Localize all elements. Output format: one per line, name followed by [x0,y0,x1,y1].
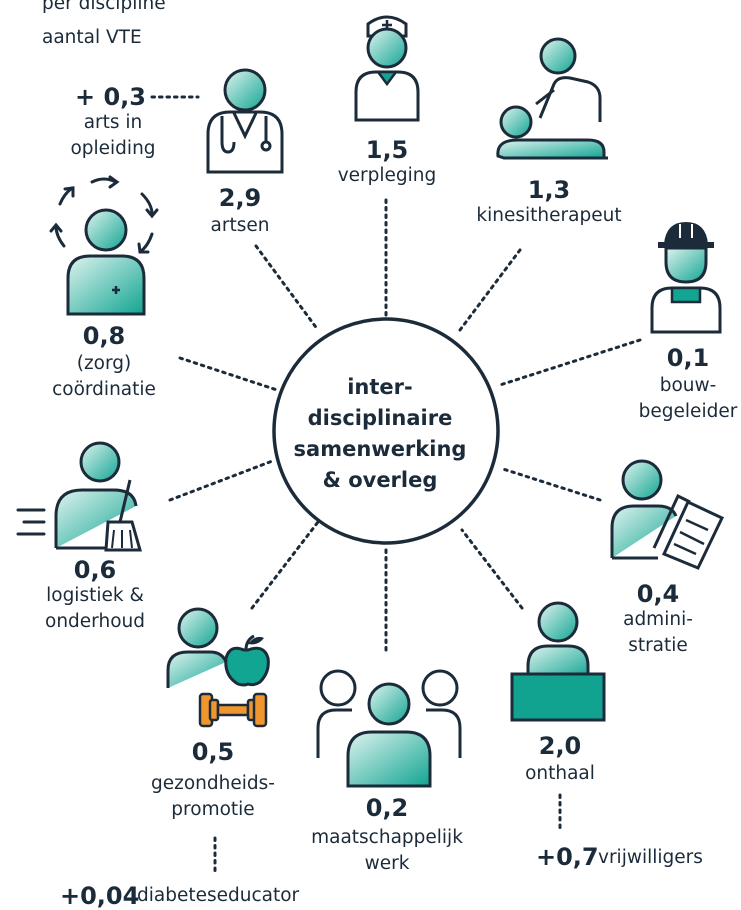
gezondheidspromotie-label: promotie [171,799,255,820]
doctor-icon [206,68,284,174]
connector-administratie [498,466,602,502]
administratie-label: stratie [628,635,688,656]
verpleging-label: verpleging [337,165,437,186]
maatschappelijk-label: werk [364,853,410,874]
gezondheidspromotie-label: gezondheids- [151,773,275,794]
connector-logistiek [168,458,277,502]
zorgcoordinatie-value: 0,8 [82,322,126,350]
connector-bouwbegeleider [498,338,642,387]
gezondheidspromotie-value: 0,5 [191,738,235,766]
hub-line: samenwerking [293,437,467,461]
construction-worker-icon [650,222,722,334]
verpleging-value: 1,5 [365,136,409,164]
bouwbegeleider-label: bouw- [659,375,717,396]
arts-in-opleiding-label: opleiding [70,138,156,159]
connector-zorgcoordinatie [178,356,279,392]
diabeteseducator-label: diabeteseducator [137,885,300,906]
connector-onthaal [460,528,524,610]
connector-kinesitherapeut [458,248,522,332]
logistiek-label: onderhoud [45,611,145,632]
hub-circle [272,317,500,545]
diabeteseducator-value: +0,04 [60,882,140,910]
bouwbegeleider-label: begeleider [638,401,738,422]
hub-line: disciplinaire [307,406,453,430]
kinesitherapeut-label: kinesitherapeut [476,205,622,226]
arts-in-opleiding-value: + 0,3 [75,83,146,111]
physiotherapist-icon [496,37,608,160]
reception-desk-icon [510,601,606,722]
group-icon [316,669,462,788]
zorgcoordinatie-label: coördinatie [52,379,156,400]
logistiek-value: 0,6 [73,556,117,584]
onthaal-value: 2,0 [538,732,582,760]
logistiek-label: logistiek & [46,585,144,606]
arts-in-opleiding-label: arts in [83,112,143,133]
header-line2: aantal VTE [42,27,142,48]
connector-artsen [254,244,320,332]
nurse-icon [354,15,420,122]
onthaal-label: onthaal [525,763,595,784]
kinesitherapeut-value: 1,3 [527,176,571,204]
vrijwilligers-label: vrijwilligers [598,847,703,868]
broom-icon [16,441,142,552]
maatschappelijk-label: maatschappelijk [311,827,463,848]
apple-dumbbell-icon [166,607,270,728]
vrijwilligers-value: +0,7 [536,843,599,871]
administratie-value: 0,4 [636,580,680,608]
cycle-arrows-icon [49,175,159,316]
documents-icon [610,459,725,570]
artsen-label: artsen [210,215,270,236]
bouwbegeleider-value: 0,1 [666,344,710,372]
hub-line: inter- [347,375,413,399]
header-line1: per discipline [42,0,166,14]
administratie-label: admini- [623,609,693,630]
hub-line: & overleg [322,468,438,492]
connector-gezondheidspromotie [250,520,320,610]
hub-label: inter- disciplinaire samenwerking & over… [280,372,480,496]
zorgcoordinatie-label: (zorg) [76,353,132,374]
artsen-value: 2,9 [218,184,262,212]
maatschappelijk-value: 0,2 [365,794,409,822]
